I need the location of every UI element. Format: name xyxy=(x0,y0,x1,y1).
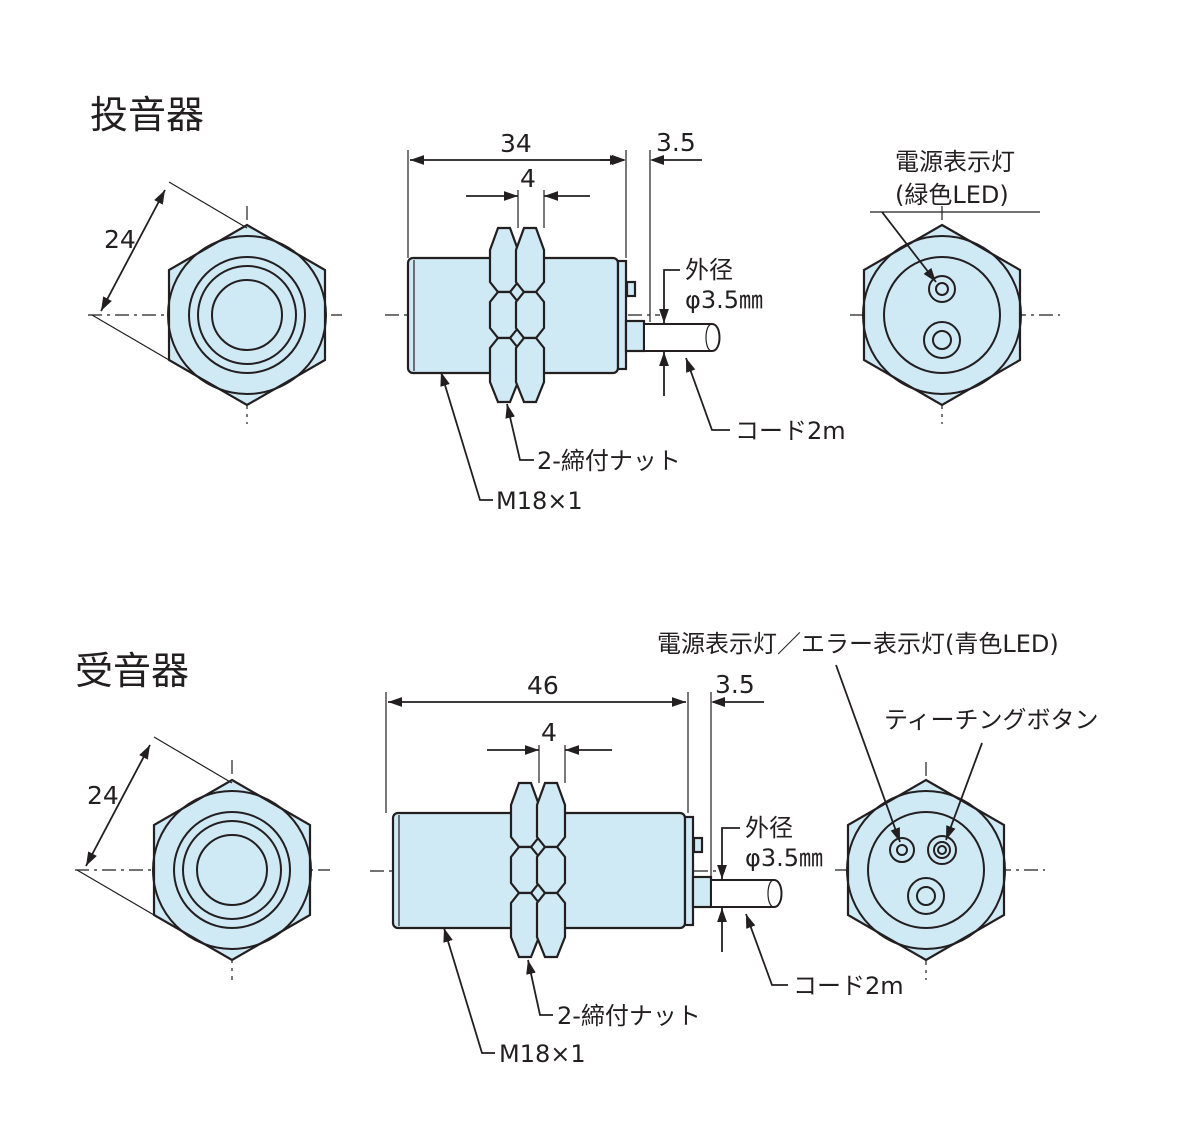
emitter-cable-offset-dimension: 3.5 xyxy=(656,128,696,157)
receiver-led-icon xyxy=(889,837,915,863)
receiver-nut-label: 2-締付ナット xyxy=(557,1002,701,1030)
receiver-led-label: 電源表示灯／エラー表示灯(青色LED) xyxy=(657,630,1059,658)
receiver-nuts xyxy=(509,781,567,959)
receiver-section: 受音器 24 xyxy=(75,630,1099,1068)
emitter-hex-dimension: 24 xyxy=(104,225,136,254)
receiver-thread-label: M18×1 xyxy=(499,1040,586,1068)
receiver-cord-label: コード2m xyxy=(793,972,904,1000)
emitter-nut-label: 2-締付ナット xyxy=(537,447,681,475)
emitter-thread-label: M18×1 xyxy=(496,487,583,515)
emitter-side-view: 34 3.5 4 外径 φ3.5㎜ コード2m 2-締付ナット xyxy=(385,128,846,515)
emitter-section: 投音器 24 xyxy=(88,93,1060,515)
teaching-button-icon[interactable] xyxy=(927,835,957,865)
receiver-hex-dimension: 24 xyxy=(87,781,119,810)
emitter-nut-dimension: 4 xyxy=(520,164,536,193)
receiver-length-dimension: 46 xyxy=(527,671,559,700)
emitter-led-icon xyxy=(928,275,956,303)
receiver-title: 受音器 xyxy=(75,649,189,693)
emitter-cable-diameter-label: 外径 xyxy=(685,256,733,284)
emitter-cord-label: コード2m xyxy=(735,417,846,445)
emitter-nuts xyxy=(488,226,546,404)
receiver-side-view: 46 3.5 4 外径 φ3.5㎜ コード2m 2-締付ナット xyxy=(370,670,904,1068)
receiver-front-view: 24 xyxy=(75,736,330,980)
receiver-rear-view: 電源表示灯／エラー表示灯(青色LED) ティーチングボタン xyxy=(657,630,1099,980)
emitter-led-color: (緑色LED) xyxy=(895,181,1009,209)
emitter-led-label: 電源表示灯 xyxy=(895,148,1015,176)
emitter-front-view: 24 xyxy=(88,181,342,424)
receiver-button-label: ティーチングボタン xyxy=(884,706,1099,734)
emitter-rear-view: 電源表示灯 (緑色LED) xyxy=(850,148,1060,424)
emitter-title: 投音器 xyxy=(90,93,204,137)
receiver-nut-dimension: 4 xyxy=(541,718,557,747)
receiver-cable-diameter-value: φ3.5㎜ xyxy=(745,844,823,872)
emitter-cable-diameter-value: φ3.5㎜ xyxy=(685,286,763,314)
receiver-cable-diameter-label: 外径 xyxy=(745,814,793,842)
receiver-cable-offset-dimension: 3.5 xyxy=(715,670,755,699)
emitter-length-dimension: 34 xyxy=(500,129,532,158)
